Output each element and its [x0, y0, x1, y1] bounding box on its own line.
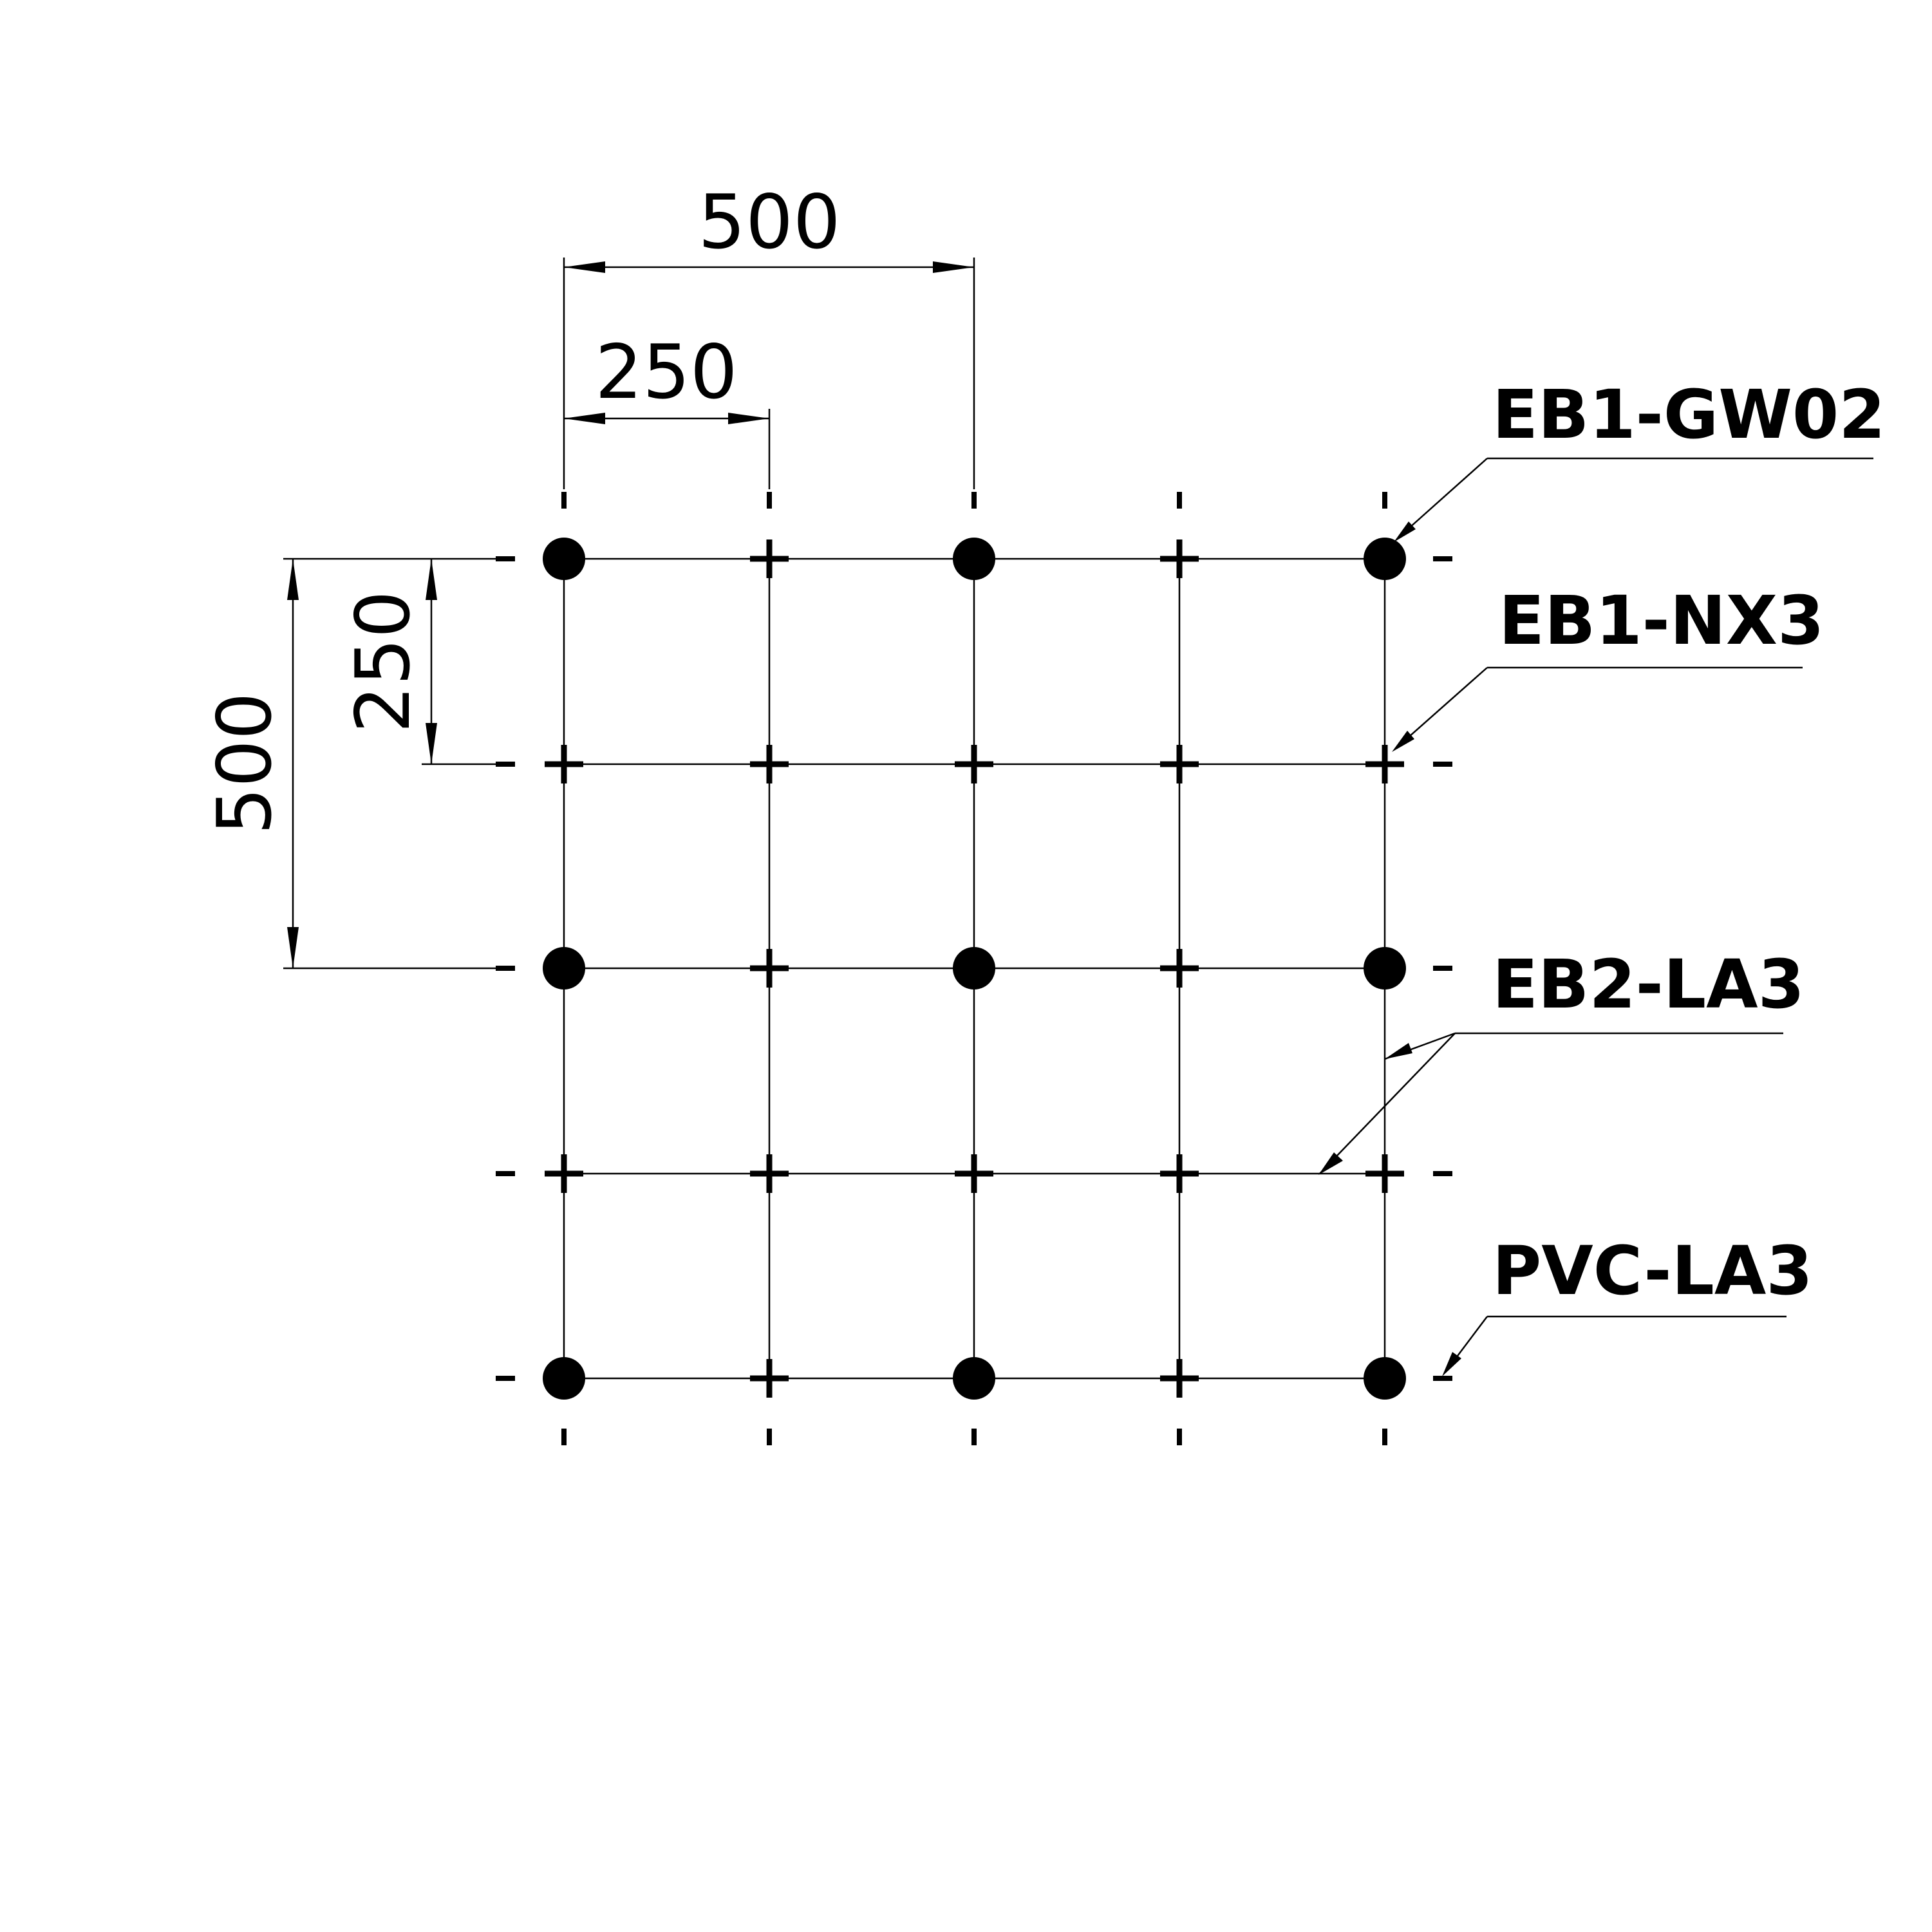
label-eb1-gw02: EB1-GW02: [1492, 375, 1886, 454]
node-dot: [953, 538, 995, 580]
dimension-label-left-250: 250: [340, 590, 427, 733]
node-dot: [1364, 538, 1406, 580]
label-eb1-nx3: EB1-NX3: [1499, 581, 1824, 660]
node-dot: [1364, 947, 1406, 989]
dimension-label-left-500: 500: [202, 692, 288, 834]
node-dot: [543, 1357, 585, 1400]
dimension-top: 500 250: [563, 179, 975, 489]
node-plus: [1160, 539, 1199, 578]
dimension-left: 500 250: [202, 558, 496, 970]
callout-eb2-la3: EB2-LA3: [1318, 945, 1805, 1175]
node-plus: [1365, 1154, 1404, 1193]
grid-nodes: [543, 538, 1406, 1400]
node-plus: [750, 1154, 789, 1193]
node-plus: [1160, 1359, 1199, 1398]
node-plus: [1160, 745, 1199, 783]
node-plus: [1365, 745, 1404, 783]
dimension-label-top-500: 500: [698, 179, 840, 266]
callout-pvc-la3: PVC-LA3: [1442, 1232, 1813, 1376]
node-plus: [1160, 949, 1199, 988]
node-dot: [543, 538, 585, 580]
edge-ticks: [496, 492, 1452, 1445]
node-plus: [545, 1154, 583, 1193]
label-pvc-la3: PVC-LA3: [1492, 1232, 1813, 1310]
callout-eb1-gw02: EB1-GW02: [1394, 375, 1886, 542]
node-plus: [955, 1154, 993, 1193]
callout-eb1-nx3: EB1-NX3: [1392, 581, 1824, 752]
node-plus: [750, 745, 789, 783]
label-eb2-la3: EB2-LA3: [1492, 945, 1805, 1024]
node-plus: [955, 745, 993, 783]
node-plus: [545, 745, 583, 783]
node-dot: [1364, 1357, 1406, 1400]
node-dot: [953, 1357, 995, 1400]
node-plus: [750, 1359, 789, 1398]
node-dot: [953, 947, 995, 989]
node-plus: [750, 949, 789, 988]
node-plus: [750, 539, 789, 578]
node-plus: [1160, 1154, 1199, 1193]
node-dot: [543, 947, 585, 989]
dimension-label-top-250: 250: [595, 329, 737, 416]
